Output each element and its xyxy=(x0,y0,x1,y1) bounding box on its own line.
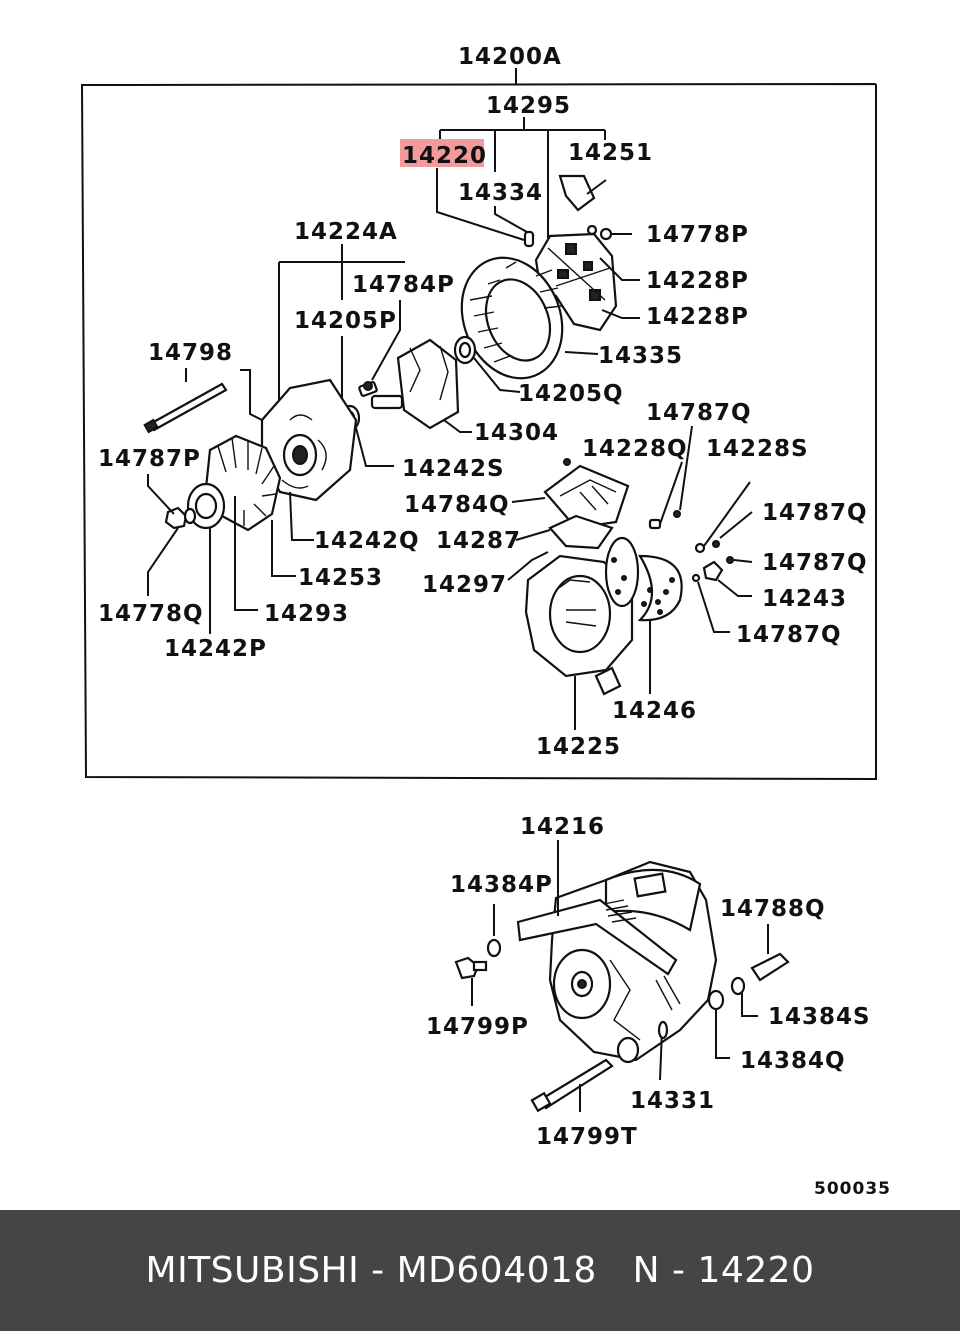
label-14784P: 14784P xyxy=(352,272,455,298)
label-14220-highlighted: 14220 xyxy=(402,143,487,169)
label-14225: 14225 xyxy=(536,734,621,760)
label-14228Q: 14228Q xyxy=(582,436,688,462)
label-14295: 14295 xyxy=(486,93,571,119)
label-14384P: 14384P xyxy=(450,872,553,898)
label-14788Q: 14788Q xyxy=(720,896,826,922)
label-14384Q: 14384Q xyxy=(740,1048,846,1074)
label-14798: 14798 xyxy=(148,340,233,366)
label-14246: 14246 xyxy=(612,698,697,724)
label-14205P: 14205P xyxy=(294,308,397,334)
label-14243: 14243 xyxy=(762,586,847,612)
label-14242P: 14242P xyxy=(164,636,267,662)
label-14799P: 14799P xyxy=(426,1014,529,1040)
label-14331: 14331 xyxy=(630,1088,715,1114)
label-14787Q-a: 14787Q xyxy=(646,400,752,426)
label-14287: 14287 xyxy=(436,528,521,554)
label-14253: 14253 xyxy=(298,565,383,591)
front-housing xyxy=(143,244,405,541)
footer-bar: MITSUBISHI - MD604018 N - 14220 xyxy=(0,1210,960,1331)
diagram-code: 500035 xyxy=(814,1179,891,1199)
label-14778P: 14778P xyxy=(646,222,749,248)
label-14242S: 14242S xyxy=(402,456,505,482)
assembled-alternator xyxy=(454,840,790,1113)
label-14228P-a: 14228P xyxy=(646,268,749,294)
label-14787Q-d: 14787Q xyxy=(736,622,842,648)
assembly-frame xyxy=(80,83,877,781)
label-14297: 14297 xyxy=(422,572,507,598)
label-14251: 14251 xyxy=(568,140,653,166)
label-14799T: 14799T xyxy=(536,1124,638,1150)
label-14200A: 14200A xyxy=(458,44,562,70)
label-14787Q-b: 14787Q xyxy=(762,500,868,526)
label-14304: 14304 xyxy=(474,420,559,446)
label-14787Q-c: 14787Q xyxy=(762,550,868,576)
label-14216: 14216 xyxy=(520,814,605,840)
label-14242Q: 14242Q xyxy=(314,528,420,554)
highlight-box xyxy=(400,139,484,167)
fan-and-pulley xyxy=(147,434,296,634)
label-14335: 14335 xyxy=(598,343,683,369)
rear-housing xyxy=(507,425,753,730)
rotor xyxy=(358,300,521,433)
label-14334: 14334 xyxy=(458,180,543,206)
parts-diagram: 14200A 14295 14220 14251 14334 14778P 14… xyxy=(80,44,891,1199)
footer-part-number: MITSUBISHI - MD604018 N - 14220 xyxy=(145,1250,815,1291)
label-14293: 14293 xyxy=(264,601,349,627)
label-14228P-b: 14228P xyxy=(646,304,749,330)
label-14778Q: 14778Q xyxy=(98,601,204,627)
label-14205Q: 14205Q xyxy=(518,381,624,407)
label-14384S: 14384S xyxy=(768,1004,871,1030)
stator xyxy=(460,256,599,380)
label-14224A: 14224A xyxy=(294,219,398,245)
brush-holder-group xyxy=(436,117,640,332)
callout-labels: 14200A 14295 14220 14251 14334 14778P 14… xyxy=(98,44,891,1199)
label-14228S: 14228S xyxy=(706,436,809,462)
label-14784Q: 14784Q xyxy=(404,492,510,518)
label-14787P: 14787P xyxy=(98,446,201,472)
